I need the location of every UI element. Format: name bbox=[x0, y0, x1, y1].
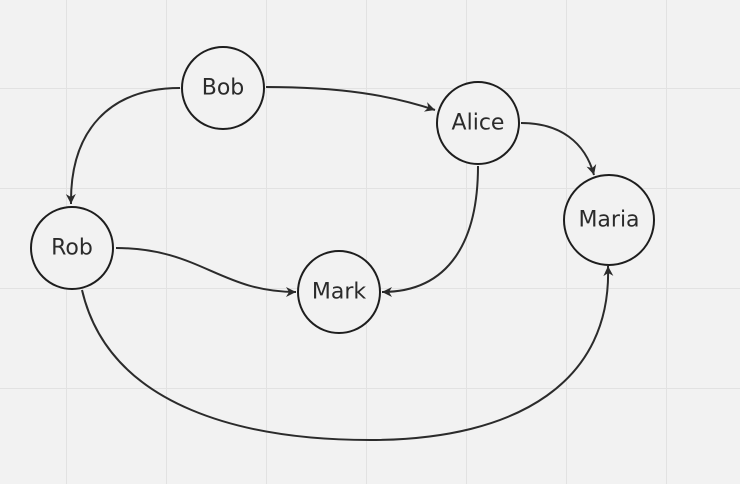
node-maria-label: Maria bbox=[578, 208, 639, 233]
edge-rob-to-mark[interactable] bbox=[115, 247, 297, 297]
node-maria[interactable]: Maria bbox=[563, 174, 655, 266]
node-mark[interactable]: Mark bbox=[297, 250, 381, 334]
edge-alice-to-maria[interactable] bbox=[520, 122, 597, 176]
edge-alice-to-mark[interactable] bbox=[381, 165, 479, 297]
node-bob-label: Bob bbox=[202, 76, 245, 101]
node-rob-label: Rob bbox=[51, 236, 93, 261]
node-mark-label: Mark bbox=[312, 280, 367, 305]
node-alice-label: Alice bbox=[452, 111, 505, 136]
edge-rob-to-maria[interactable] bbox=[81, 265, 614, 442]
node-bob[interactable]: Bob bbox=[181, 46, 265, 130]
node-rob[interactable]: Rob bbox=[30, 206, 114, 290]
edge-bob-to-alice[interactable] bbox=[265, 86, 436, 112]
node-alice[interactable]: Alice bbox=[436, 81, 520, 165]
edge-bob-to-rob[interactable] bbox=[65, 87, 181, 205]
